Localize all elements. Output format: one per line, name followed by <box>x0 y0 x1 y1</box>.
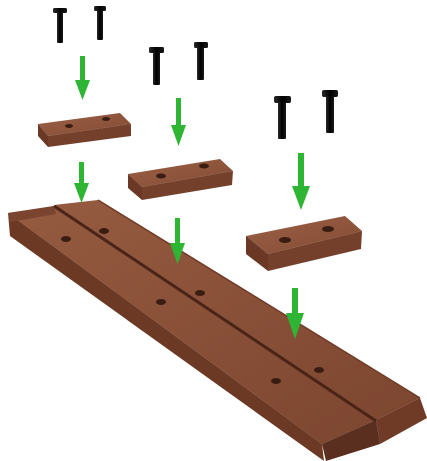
arrow-down-icon <box>170 218 185 264</box>
block-front-face <box>38 124 48 147</box>
screw-icon <box>322 90 338 133</box>
arrow-down-icon <box>171 98 186 146</box>
board-front-top-face <box>8 206 376 444</box>
screw-icon <box>149 47 164 85</box>
arrow-down-icon <box>75 56 90 100</box>
base-board-back <box>54 200 427 444</box>
spacer-block-3 <box>246 216 362 271</box>
arrow-down-icon <box>292 153 310 210</box>
spacer-block-2 <box>128 159 233 200</box>
assembly-arrows <box>74 56 310 339</box>
screw-pair-1 <box>53 6 106 43</box>
block-side-face <box>48 124 131 147</box>
block-hole <box>199 163 209 169</box>
board-hole <box>99 228 109 234</box>
board-front-side-face <box>8 213 324 461</box>
board-center-groove <box>53 204 377 423</box>
screw-pair-3 <box>274 90 338 139</box>
block-side-face <box>268 231 362 271</box>
base-board-assembly <box>8 199 427 461</box>
block-hole <box>322 226 334 232</box>
screw-icon <box>194 42 208 80</box>
arrow-down-icon <box>74 162 89 203</box>
block-hole <box>279 237 291 243</box>
board-front-end-face <box>322 420 380 461</box>
screw-pair-2 <box>149 42 208 85</box>
base-board-front <box>8 206 380 461</box>
screw-icon <box>94 6 106 40</box>
board-front-left-end <box>8 206 56 222</box>
screw-icon <box>53 8 67 43</box>
board-back-top-face <box>54 200 420 420</box>
board-hole <box>156 299 166 305</box>
board-right-edge-line <box>97 199 421 399</box>
block-side-face <box>142 171 233 200</box>
board-hole <box>314 367 324 373</box>
board-hole <box>271 378 281 384</box>
board-hole <box>61 236 71 242</box>
board-back-front-face <box>376 398 427 444</box>
block-front-face <box>246 236 268 271</box>
arrow-down-icon <box>286 288 304 339</box>
block-hole <box>65 124 73 128</box>
block-hole <box>102 117 110 121</box>
board-hole <box>195 290 205 296</box>
screw-icon <box>274 96 291 139</box>
spacer-block-1 <box>38 113 131 147</box>
block-front-face <box>128 174 142 200</box>
block-hole <box>156 173 166 179</box>
block-top-face <box>246 216 362 254</box>
